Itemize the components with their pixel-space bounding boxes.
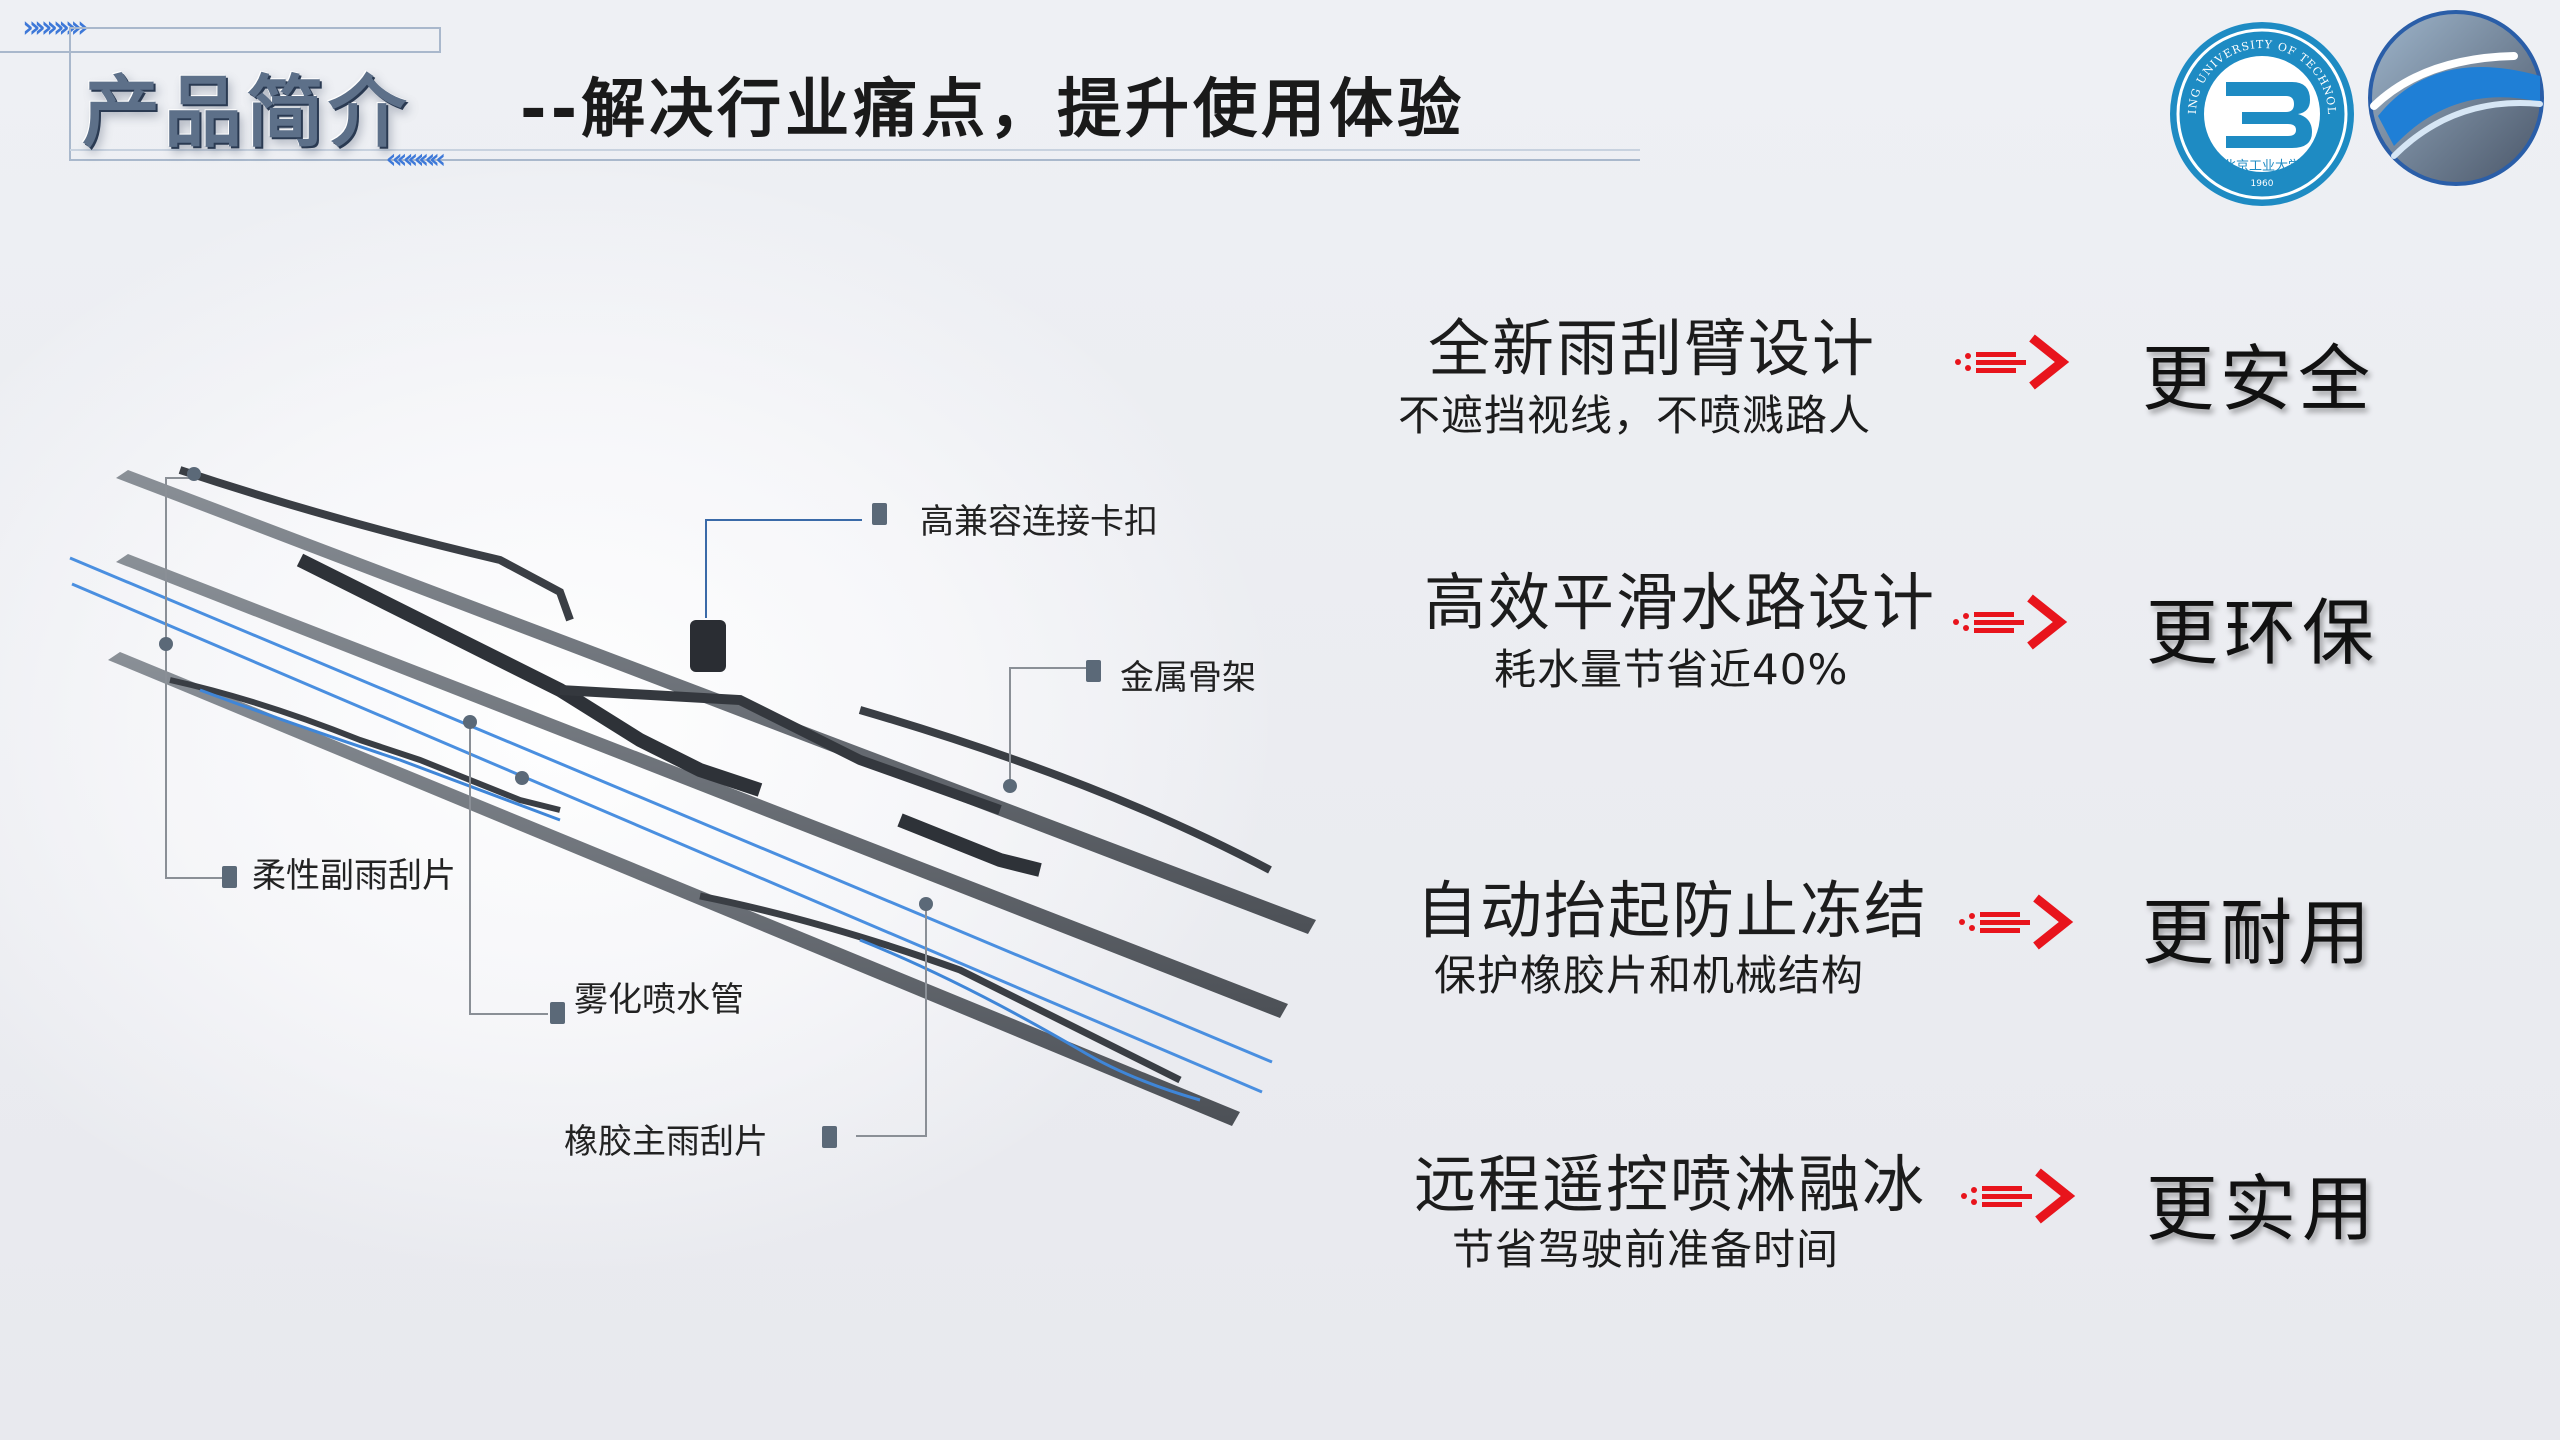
feature-3-title: 自动抬起防止冻结 [1416,874,1929,947]
leader-main-blade [856,904,927,1137]
leader-spray-tube [469,722,548,1015]
university-seal-icon: BEIJING UNIVERSITY OF TECHNOLOGY 北京工业大学 … [2168,20,2354,206]
wiper-diagram [69,466,1316,1137]
feature-1-result: 更安全 [2142,337,2377,421]
callout-connector: 高兼容连接卡扣 [920,502,1158,542]
callout-marker [872,503,887,525]
connector-clip [690,620,726,672]
app-logo-icon [2368,10,2544,186]
page-title: 产品简介 [82,68,411,158]
feature-1-subtitle: 不遮挡视线，不喷溅路人 [1398,391,1872,440]
spray-line [69,556,1273,1064]
main-blade-arm [699,892,1182,1084]
red-arrow-icon [1955,334,2070,390]
chevron-left-icon: ««««« [386,142,446,175]
spray-line [71,582,1263,1094]
callout-marker [1086,660,1101,682]
metal-frame-2 [559,685,1002,815]
leader-frame [1009,667,1086,782]
feature-4-title: 远程遥控喷淋融冰 [1414,1148,1927,1221]
callout-dot [463,715,477,729]
callout-main-blade: 橡胶主雨刮片 [564,1122,768,1162]
wiper-arm-2 [858,706,1272,874]
callout-dot [187,467,201,481]
red-arrow-icon [1959,894,2074,950]
wiper-bar-2 [116,554,1288,1018]
feature-3-result: 更耐用 [2142,891,2377,975]
feature-2-result: 更环保 [2146,591,2381,675]
feature-1-title: 全新雨刮臂设计 [1428,312,1877,385]
svg-text:1960: 1960 [2251,179,2274,189]
svg-text:北京工业大学: 北京工业大学 [2223,158,2301,174]
page-subtitle: --解决行业痛点，提升使用体验 [520,73,1466,147]
callout-sub-blade: 柔性副雨刮片 [252,856,456,896]
wiper-bar-3 [108,652,1240,1126]
callout-marker [222,866,237,888]
feature-2-title: 高效平滑水路设计 [1424,566,1937,639]
frame-bracket [897,813,1042,877]
feature-4-subtitle: 节省驾驶前准备时间 [1452,1225,1840,1274]
callout-marker [550,1002,565,1024]
callout-spray-tube: 雾化喷水管 [574,980,744,1020]
sub-blade-arm [169,677,561,813]
feature-3-subtitle: 保护橡胶片和机械结构 [1434,951,1865,1000]
main-spray-tube [859,938,1201,1102]
feature-2-subtitle: 耗水量节省近40% [1494,645,1849,694]
spray-tube [199,688,561,822]
leader-connector [705,519,862,618]
header-frame [0,27,1640,161]
red-arrow-icon [1961,1168,2076,1224]
callout-marker [822,1126,837,1148]
callout-frame: 金属骨架 [1120,658,1256,698]
wiper-arm [178,466,574,622]
callout-dot [159,637,173,651]
callout-dot [919,897,933,911]
red-arrow-icon [1953,594,2068,650]
callout-dot [1003,779,1017,793]
callout-dot [515,771,529,785]
feature-4-result: 更实用 [2146,1167,2381,1251]
